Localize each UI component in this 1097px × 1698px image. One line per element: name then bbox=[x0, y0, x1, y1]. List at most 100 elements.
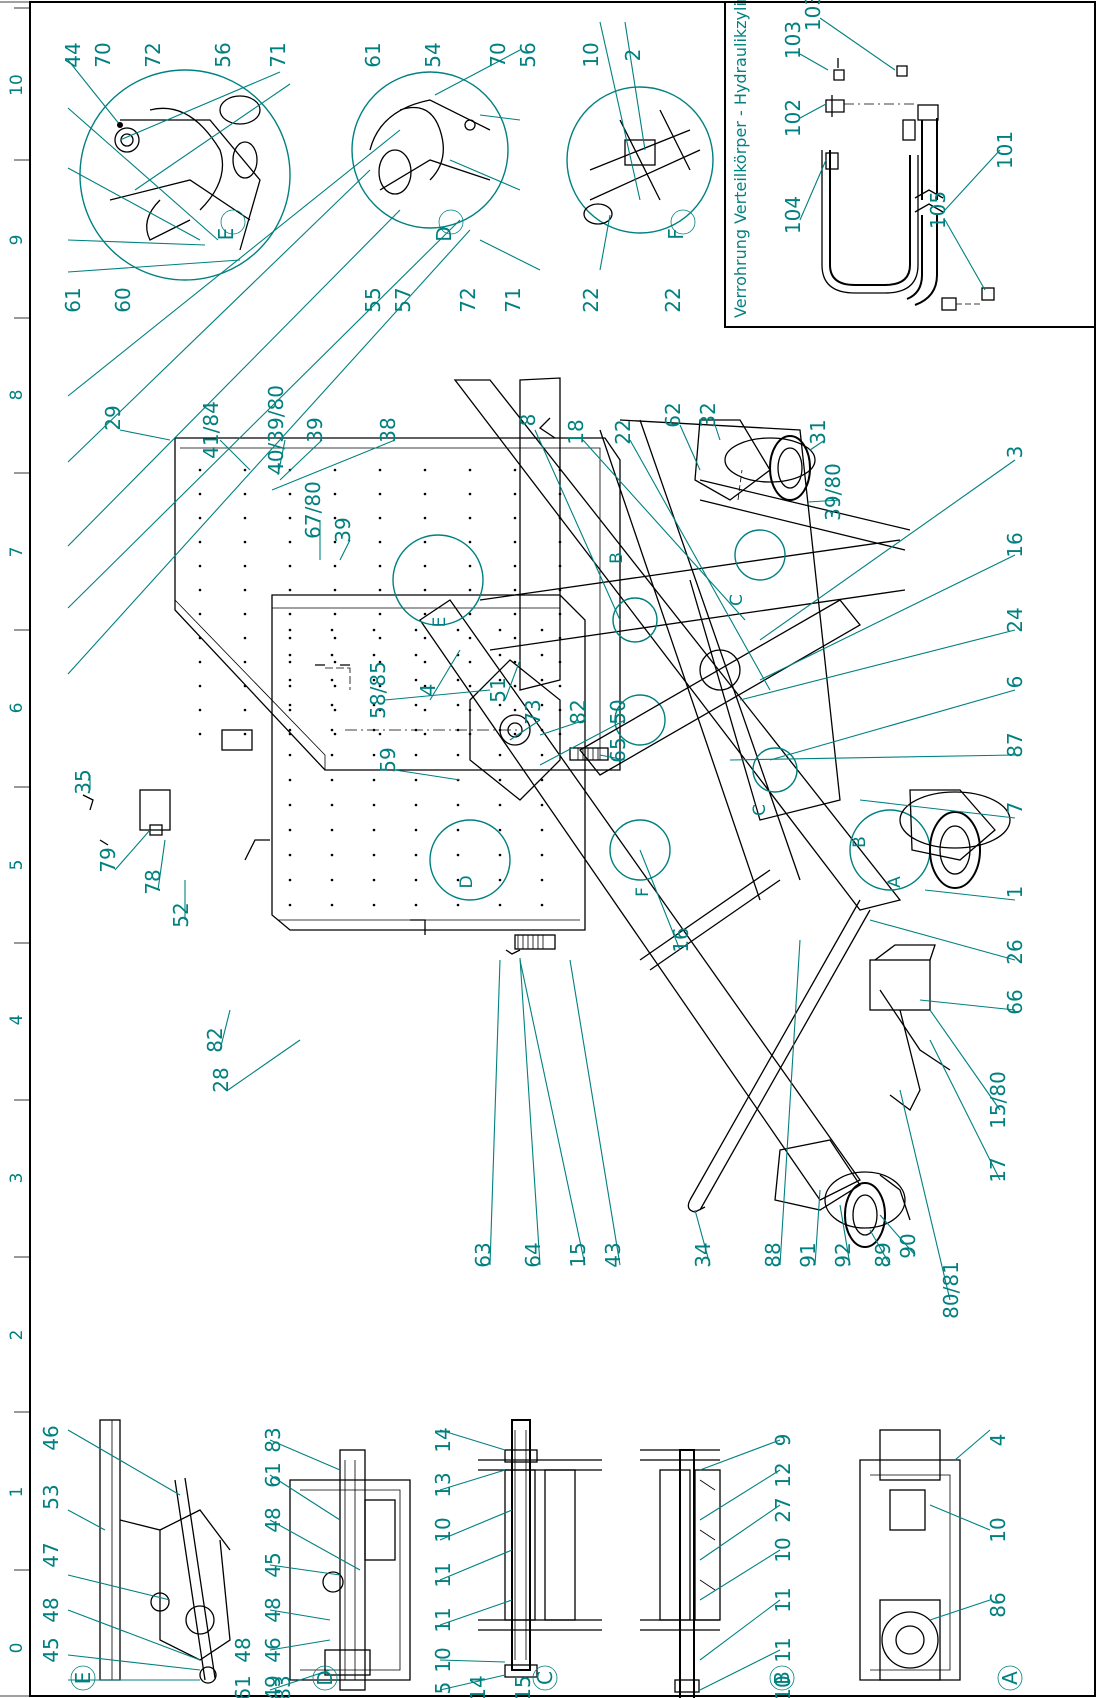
section-view-c bbox=[478, 1419, 602, 1678]
main-label-64: 64 bbox=[521, 1242, 545, 1267]
main-label-59: 59 bbox=[376, 747, 400, 772]
section-a-letter: A bbox=[998, 1671, 1022, 1685]
ruler-label-7: 7 bbox=[7, 547, 27, 558]
section-d-label-61: 61 bbox=[261, 1462, 285, 1487]
section-c-label-13: 13 bbox=[431, 1472, 455, 1497]
main-label-15-80: 15/80 bbox=[986, 1071, 1010, 1129]
main-label-16: 16 bbox=[1003, 532, 1027, 557]
ruler-label-4: 4 bbox=[7, 1015, 27, 1026]
main-label-31: 31 bbox=[806, 419, 830, 444]
detail-d-label-57: 57 bbox=[391, 287, 415, 312]
section-c-label-14: 14 bbox=[431, 1427, 455, 1452]
detail-d-label-72: 72 bbox=[456, 287, 480, 312]
main-label-66: 66 bbox=[1003, 989, 1027, 1014]
main-assembly bbox=[82, 377, 1011, 1248]
section-e-label-48: 48 bbox=[231, 1637, 255, 1662]
detail-f-label-22: 22 bbox=[579, 287, 603, 312]
detail-d-label-56: 56 bbox=[516, 42, 540, 67]
main-label-90: 90 bbox=[896, 1233, 920, 1258]
inset-label-105: 105 bbox=[926, 191, 950, 229]
main-label-4: 4 bbox=[416, 684, 440, 697]
main-label-32: 32 bbox=[696, 402, 720, 427]
ruler-label-5: 5 bbox=[7, 860, 27, 871]
section-view-d bbox=[289, 1449, 411, 1691]
detail-d-label-71: 71 bbox=[501, 287, 525, 312]
section-e-label-45: 45 bbox=[39, 1637, 63, 1662]
main-label-6: 6 bbox=[1003, 676, 1027, 689]
main-label-15: 15 bbox=[566, 1242, 590, 1267]
inset-title: Verrohrung Verteilkörper - Hydraulikzyli… bbox=[731, 0, 750, 318]
section-b-label-12: 12 bbox=[771, 1462, 795, 1487]
section-d-label-48: 48 bbox=[261, 1507, 285, 1532]
ruler-label-8: 8 bbox=[7, 390, 27, 401]
detail-d-label-70: 70 bbox=[486, 42, 510, 67]
section-b-letter: B bbox=[770, 1671, 794, 1685]
main-label-87: 87 bbox=[1003, 732, 1027, 757]
main-callout-a: A bbox=[885, 876, 905, 888]
main-label-8: 8 bbox=[516, 414, 540, 427]
detail-e-label-44: 44 bbox=[61, 42, 85, 67]
section-c-label-10: 10 bbox=[431, 1647, 455, 1672]
main-label-41-84: 41/84 bbox=[199, 401, 223, 459]
section-e-label-46: 46 bbox=[39, 1425, 63, 1450]
ruler-label-0: 0 bbox=[7, 1643, 27, 1654]
inset-label-101: 101 bbox=[993, 131, 1017, 169]
ruler-label-3: 3 bbox=[7, 1173, 27, 1184]
main-callout-d: D bbox=[457, 875, 477, 888]
main-label-82: 82 bbox=[203, 1027, 227, 1052]
main-label-17: 17 bbox=[986, 1157, 1010, 1182]
main-label-58-85: 58/85 bbox=[366, 661, 390, 719]
main-label-79: 79 bbox=[96, 847, 120, 872]
main-label-28: 28 bbox=[209, 1067, 233, 1092]
section-b-label-11: 11 bbox=[771, 1637, 795, 1662]
main-callout-c: C bbox=[750, 804, 770, 816]
main-label-16: 16 bbox=[669, 927, 693, 952]
ruler-label-2: 2 bbox=[7, 1330, 27, 1341]
hose-inset-frame bbox=[724, 1, 1096, 328]
ruler-label-1: 1 bbox=[7, 1487, 27, 1498]
section-b-label-9: 9 bbox=[771, 1434, 795, 1447]
main-label-63: 63 bbox=[471, 1242, 495, 1267]
section-view-a bbox=[859, 1429, 961, 1681]
detail-view-e bbox=[79, 69, 291, 281]
section-c-label-11: 11 bbox=[431, 1607, 455, 1632]
main-label-39-80: 39/80 bbox=[821, 463, 845, 521]
section-d-label-45: 45 bbox=[261, 1552, 285, 1577]
main-label-91: 91 bbox=[796, 1242, 820, 1267]
section-d-label-49: 49 bbox=[261, 1675, 285, 1698]
detail-f-label-2: 2 bbox=[621, 49, 645, 62]
main-label-88: 88 bbox=[761, 1242, 785, 1267]
detail-f-letter: F bbox=[664, 228, 688, 240]
main-callout-b: B bbox=[850, 836, 870, 848]
section-e-label-47: 47 bbox=[39, 1542, 63, 1567]
main-label-22: 22 bbox=[611, 419, 635, 444]
drawing-border bbox=[29, 1, 1096, 1697]
main-label-82: 82 bbox=[566, 699, 590, 724]
inset-label-102: 102 bbox=[781, 99, 805, 137]
section-c-label-10: 10 bbox=[431, 1517, 455, 1542]
ruler-label-9: 9 bbox=[7, 235, 27, 246]
main-label-1: 1 bbox=[1003, 886, 1027, 899]
detail-d-label-55: 55 bbox=[361, 287, 385, 312]
detail-view-letters bbox=[70, 209, 1023, 1691]
main-label-35: 35 bbox=[71, 769, 95, 794]
main-callout-c: C bbox=[727, 594, 747, 606]
section-d-label-46: 46 bbox=[261, 1637, 285, 1662]
detail-e-label-70: 70 bbox=[91, 42, 115, 67]
main-label-26: 26 bbox=[1003, 939, 1027, 964]
main-callout-b: B bbox=[607, 552, 627, 564]
ruler-label-10: 10 bbox=[7, 74, 27, 96]
main-label-3: 3 bbox=[1003, 446, 1027, 459]
main-label-52: 52 bbox=[169, 902, 193, 927]
section-e-label-48: 48 bbox=[39, 1597, 63, 1622]
section-d-label-48: 48 bbox=[261, 1597, 285, 1622]
main-label-80-81: 80/81 bbox=[939, 1261, 963, 1319]
section-c-label-15: 15 bbox=[511, 1675, 535, 1698]
hose-inset-drawing bbox=[821, 58, 995, 311]
section-b-label-27: 27 bbox=[771, 1497, 795, 1522]
main-label-62: 62 bbox=[661, 402, 685, 427]
section-c-label-11: 11 bbox=[431, 1562, 455, 1587]
section-c-label-5: 5 bbox=[431, 1682, 455, 1695]
